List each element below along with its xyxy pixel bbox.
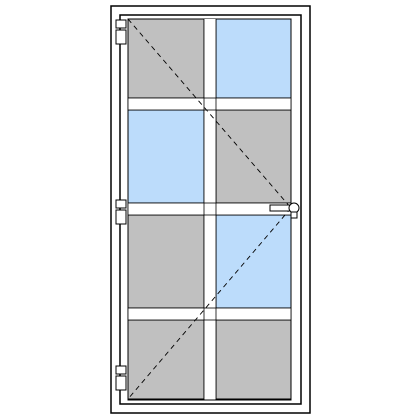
horizontal-glazing-bar-1 <box>127 97 292 111</box>
opening-direction-lines <box>127 18 292 400</box>
hinge-icon <box>115 19 127 45</box>
solid-panel-r4-c1 <box>127 319 205 400</box>
solid-panel-r3-c1 <box>127 214 205 309</box>
glass-pane-r2-c1 <box>127 109 205 204</box>
glass-pane-r3-c2 <box>215 214 292 309</box>
opening-line-top <box>127 18 292 209</box>
solid-panel-r1-c1 <box>127 18 205 99</box>
glass-pane-r1-c2 <box>215 18 292 99</box>
solid-panel-r2-c2 <box>215 109 292 204</box>
pane-grid <box>127 18 292 400</box>
horizontal-glazing-bar-3 <box>127 307 292 321</box>
horizontal-glazing-bar-2 <box>127 202 292 216</box>
hinge-icon <box>115 199 127 225</box>
solid-panel-r4-c2 <box>215 319 292 400</box>
opening-line-bottom <box>127 207 292 400</box>
hinge-icon <box>115 365 127 391</box>
door-handle-icon <box>269 202 300 219</box>
hinges <box>115 19 127 391</box>
handle-neck <box>290 211 298 219</box>
glazing-bars <box>127 19 292 399</box>
